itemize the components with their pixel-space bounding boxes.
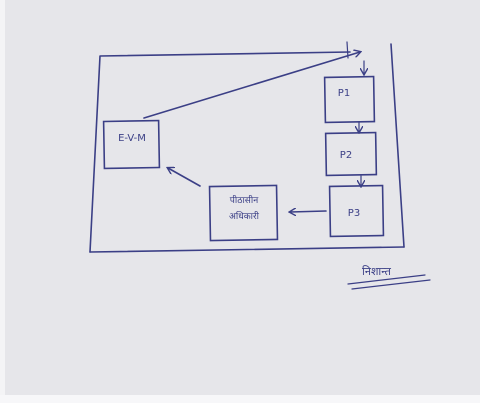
officer-box xyxy=(208,184,279,242)
p2-box xyxy=(324,131,378,177)
officer-label-line1: पीठासीन xyxy=(229,196,259,206)
p1-label: P1 xyxy=(337,88,351,99)
p2-label: P2 xyxy=(339,150,353,161)
evm-box xyxy=(102,119,161,170)
p1-box xyxy=(323,75,376,124)
p3-label: P3 xyxy=(347,208,361,219)
room-outline-right xyxy=(390,43,405,248)
evm-label: E-V-M xyxy=(118,133,146,144)
room-outline-left-top xyxy=(89,51,351,253)
p3-box xyxy=(328,184,385,238)
signature: निशान्त xyxy=(362,265,391,278)
signature-underline-1 xyxy=(347,274,426,285)
room-outline-bottom xyxy=(89,246,405,253)
officer-label-line2: अधिकारी xyxy=(229,212,259,222)
signature-underline-2 xyxy=(351,279,431,290)
p3-to-officer-arrow xyxy=(290,211,327,212)
evm-to-exit-arrow xyxy=(143,52,360,119)
paper-bottom-edge xyxy=(0,395,480,403)
officer-to-evm-arrow xyxy=(168,168,201,187)
paper-left-edge xyxy=(0,0,5,403)
